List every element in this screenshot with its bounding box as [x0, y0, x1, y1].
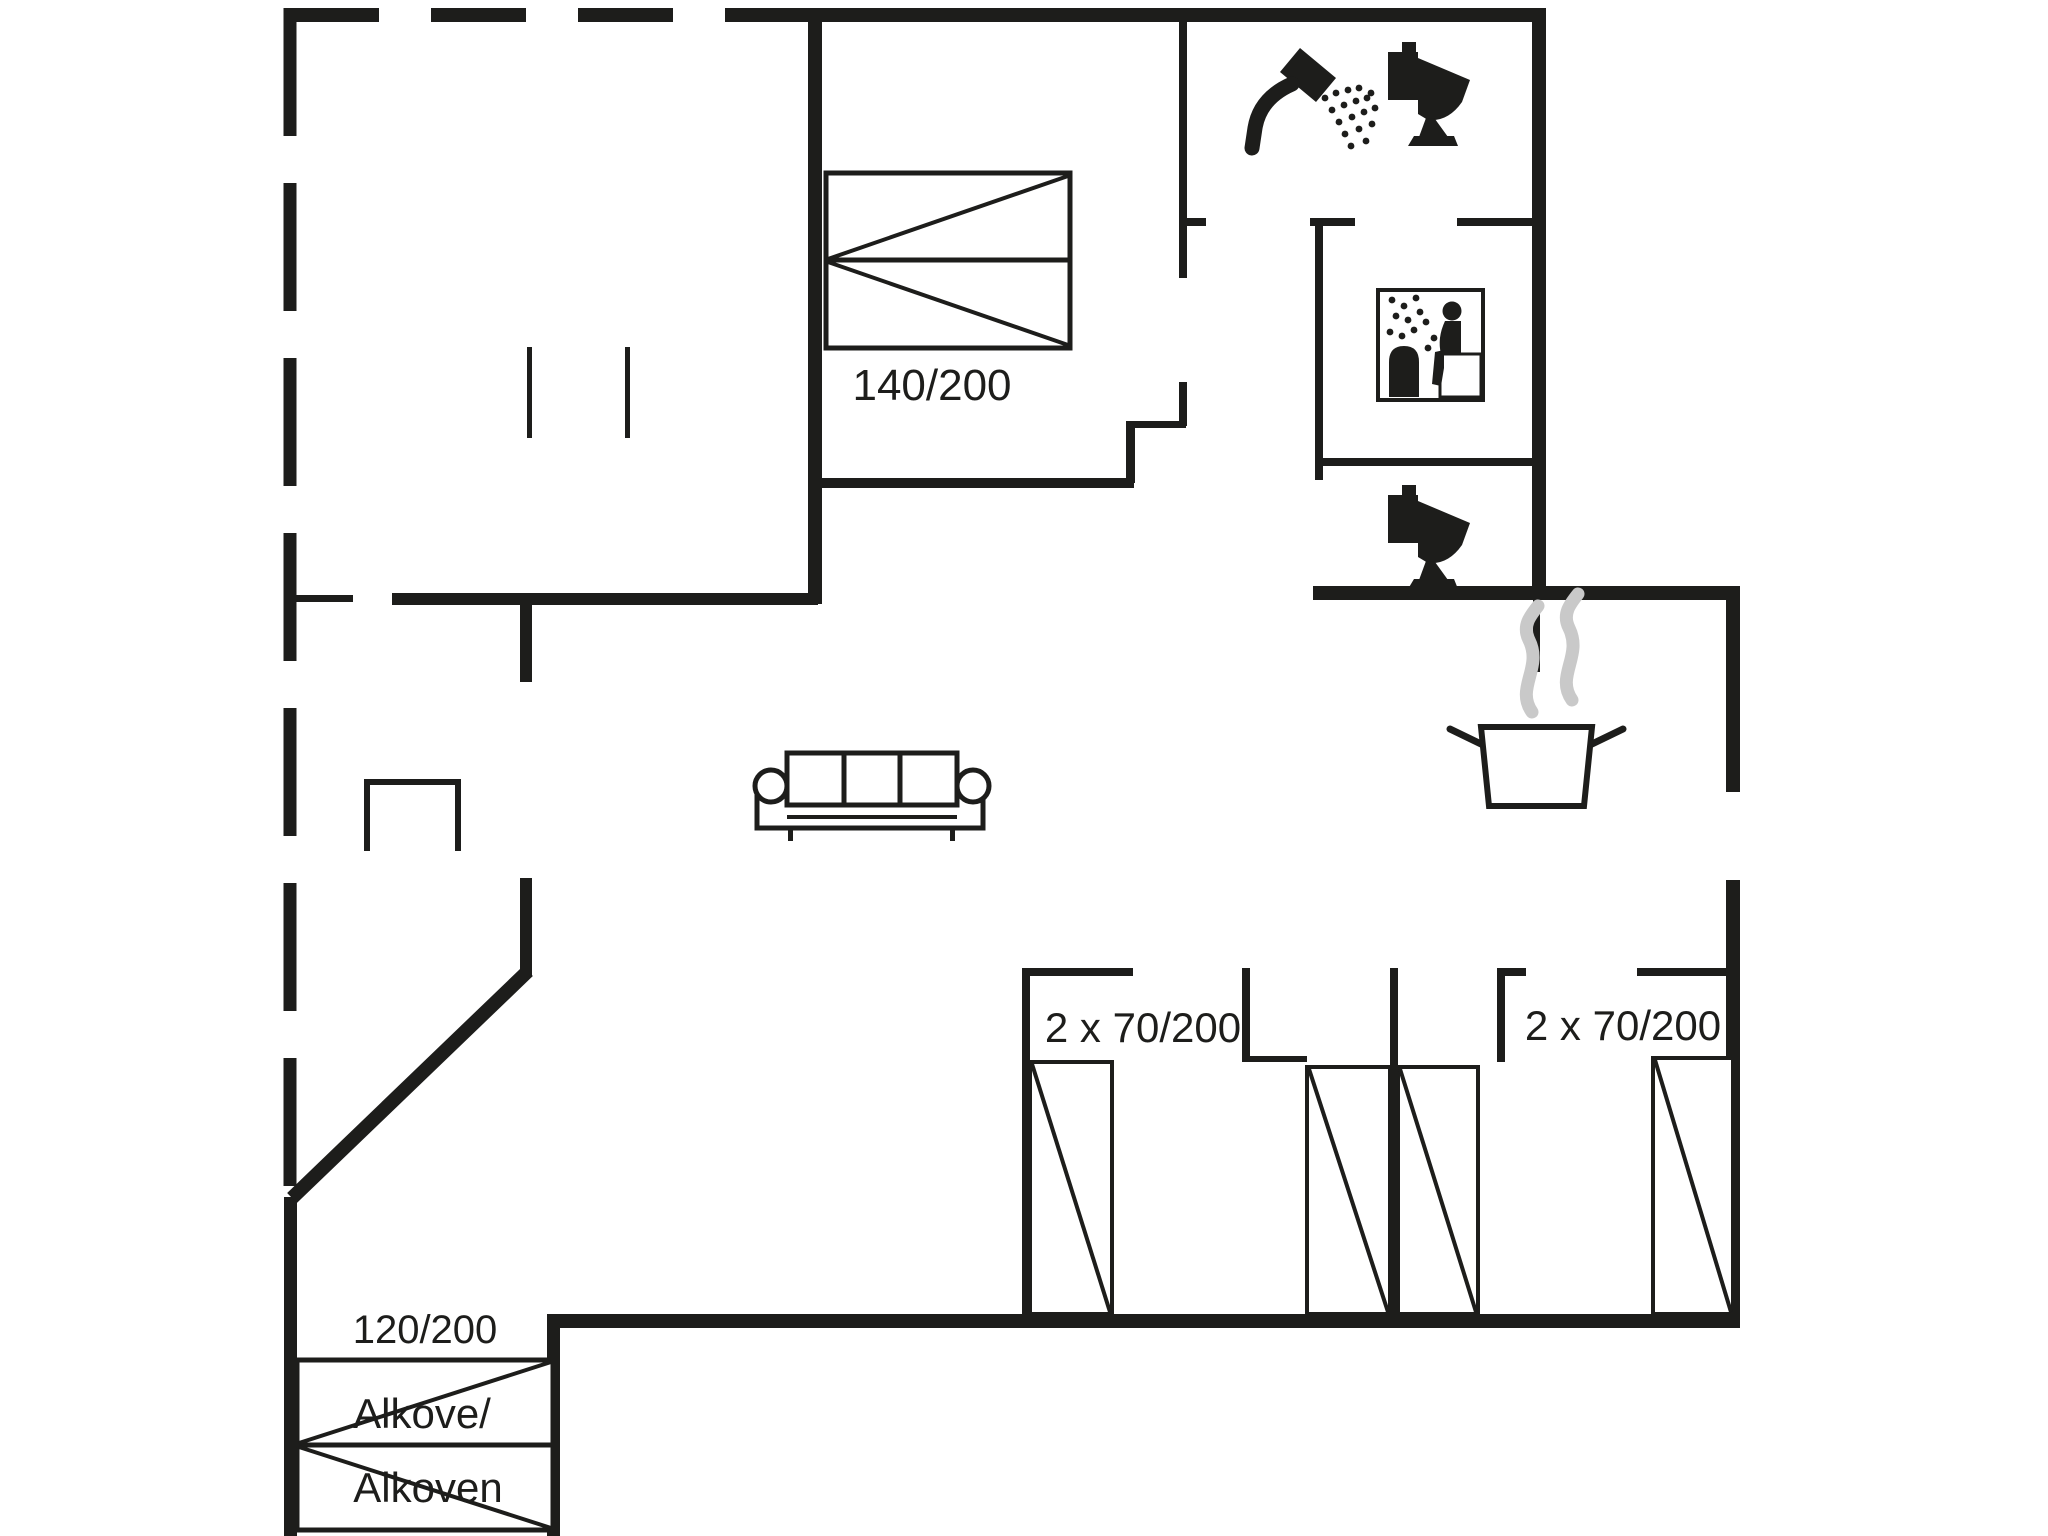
- double-bed-icon: [823, 170, 1073, 351]
- alcove-name-line2: Alkoven: [353, 1464, 502, 1511]
- bunk-bed-icon-left-room: [1028, 1060, 1392, 1316]
- interior-walls: [290, 8, 1733, 1314]
- bunk-bed-icon-right-room: [1396, 1056, 1735, 1316]
- diagonal-wall: [287, 965, 533, 1204]
- terrace-door-marks: [527, 347, 630, 438]
- alcove-name-line1: Alkove/: [353, 1390, 491, 1437]
- alcove-size-label: 120/200: [353, 1308, 498, 1352]
- bunk-room-right-label: 2 x 70/200: [1525, 1002, 1721, 1049]
- shower-icon: [1244, 48, 1379, 156]
- toilet-icon-wc: [1388, 485, 1470, 589]
- sofa-icon: [752, 750, 992, 841]
- double-bed-size-label: 140/200: [852, 361, 1011, 410]
- cooking-pot-icon: [1446, 724, 1627, 809]
- bunk-room-left-label: 2 x 70/200: [1045, 1004, 1241, 1051]
- toilet-icon-bathroom: [1388, 42, 1470, 146]
- terrace-dashed-boundary: [283, 8, 786, 1200]
- alcove-bed-icon: [294, 1357, 556, 1533]
- steam-icon: [1519, 587, 1585, 719]
- terrace-chair-icon: [364, 779, 461, 851]
- sauna-icon: [1376, 288, 1485, 402]
